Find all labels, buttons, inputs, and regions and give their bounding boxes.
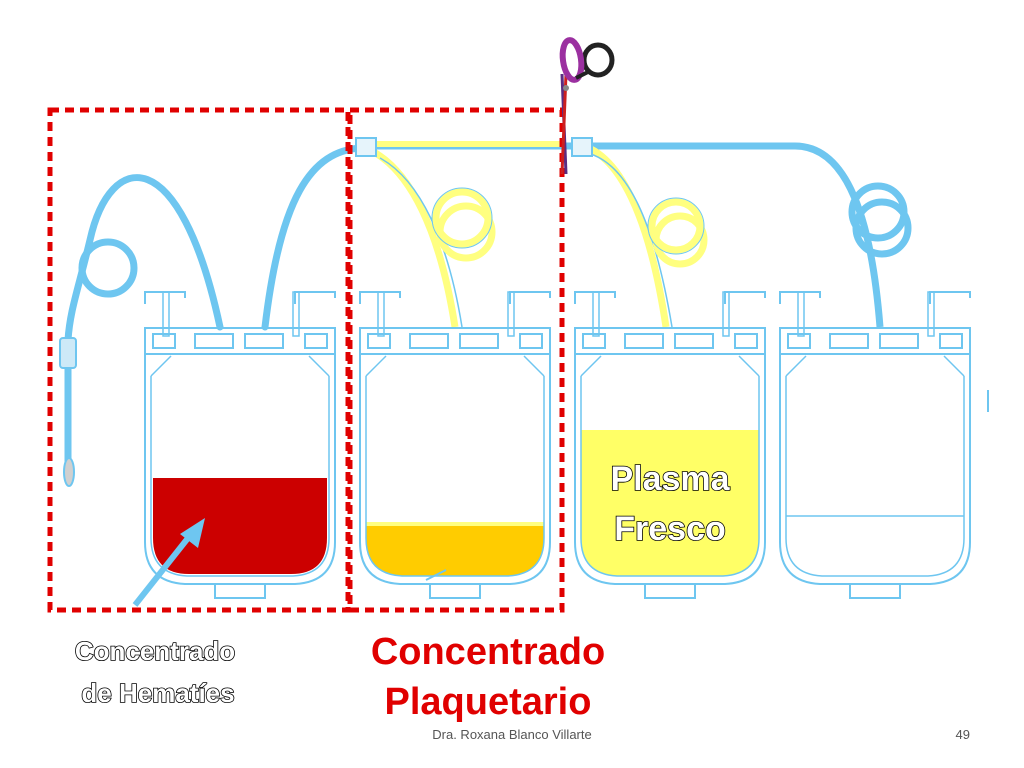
bag-red-cells (144, 291, 336, 599)
bag-empty (779, 291, 971, 599)
page-number: 49 (955, 727, 970, 742)
arrow-to-red-cells (132, 518, 205, 607)
bag-plasma (574, 291, 766, 599)
highlight-box-platelets (347, 107, 565, 613)
footer-author: Dra. Roxana Blanco Villarte (432, 727, 592, 742)
red-cells-fill (153, 478, 327, 574)
tubing (59, 137, 912, 487)
bag-platelets (359, 291, 551, 599)
label-plasma-line1: Plasma (610, 460, 730, 498)
label-platelets-line2: Plaquetario (385, 681, 592, 723)
label-red-cells-line1: Concentrado (75, 636, 235, 666)
label-plasma-line2: Fresco (614, 510, 726, 548)
label-platelets-line1: Concentrado (371, 631, 605, 673)
scissors-icon (559, 37, 615, 175)
label-red-cells-line2: de Hematíes (81, 678, 234, 708)
plasma-fill (581, 430, 759, 576)
platelets-fill (366, 524, 544, 576)
